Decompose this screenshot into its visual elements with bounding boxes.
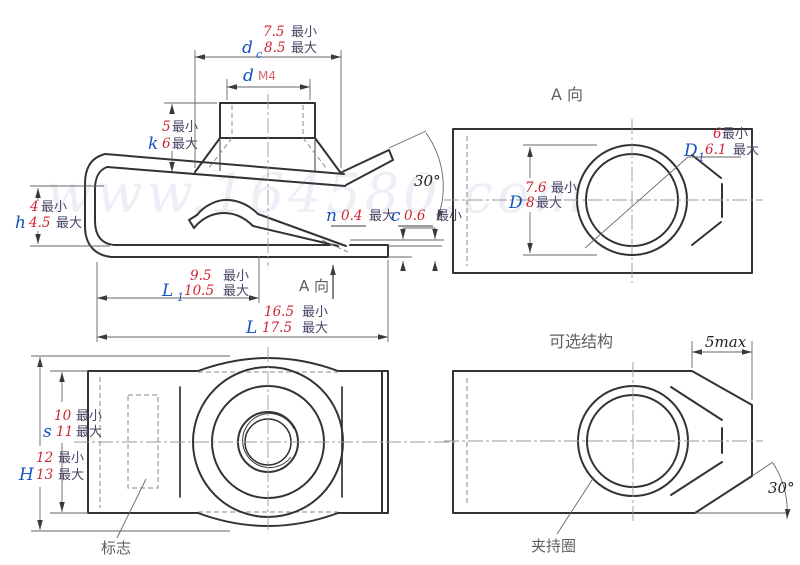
view-a: A 向 7.6 最小 D 8 最大 6 最小 D 1 6.1 最大: [444, 85, 763, 283]
h-height-max-value: 13: [36, 467, 53, 483]
k-max-value: 6: [162, 136, 171, 152]
l-max-value: 17.5: [262, 320, 292, 336]
l1-subscript: 1: [177, 291, 184, 304]
dc-min-term: 最小: [291, 25, 317, 40]
top-view: 10 最小 s 11 最大 12 最小 H 13 最大 标志: [18, 347, 456, 557]
side-view-dimensions: [30, 50, 444, 342]
l1-min-value: 9.5: [190, 268, 211, 284]
d1-min-term: 最小: [722, 127, 748, 142]
side-view-labels: 7.5 最小 d c 8.5 最大 d M4 5 最小 k 6 最大 4 最小 …: [15, 24, 462, 338]
d-symbol: d: [243, 66, 254, 86]
c-term: 最小: [436, 209, 462, 224]
l-max-term: 最大: [302, 321, 328, 336]
h-min-term: 最小: [41, 200, 67, 215]
view-a-reference-label: A 向: [299, 277, 329, 295]
big-d-max-value: 8: [526, 195, 535, 211]
h-max-value: 4.5: [28, 215, 50, 231]
d1-max-value: 6.1: [705, 142, 726, 158]
big-d-min-term: 最小: [551, 181, 577, 196]
s-min-value: 10: [54, 408, 72, 424]
big-d-max-term: 最大: [536, 196, 562, 211]
n-term: 最大: [369, 209, 395, 224]
h-height-min-value: 12: [36, 450, 53, 466]
big-d-symbol: D: [508, 193, 523, 213]
side-view-outline: [84, 102, 394, 258]
h-symbol: h: [15, 213, 26, 233]
k-max-term: 最大: [172, 137, 198, 152]
l1-min-term: 最小: [223, 269, 249, 284]
l-min-value: 16.5: [264, 304, 294, 320]
d1-subscript: 1: [698, 151, 705, 164]
big-d-min-value: 7.6: [525, 180, 547, 196]
d1-symbol: D: [683, 141, 698, 161]
dc-min-value: 7.5: [263, 24, 284, 40]
width-max-label: 5max: [705, 333, 747, 351]
h-max-term: 最大: [56, 216, 82, 231]
view-a-title: A 向: [551, 85, 583, 104]
clamp-ring-label: 夹持圈: [531, 537, 576, 555]
l1-max-term: 最大: [223, 284, 249, 299]
k-min-term: 最小: [172, 120, 198, 135]
d1-max-term: 最大: [733, 143, 759, 158]
dc-max-value: 8.5: [264, 40, 285, 56]
l-min-term: 最小: [302, 305, 328, 320]
n-value: 0.4: [341, 208, 362, 224]
dc-symbol: d: [242, 38, 253, 58]
h-min-value: 4: [29, 199, 39, 215]
l1-max-value: 10.5: [184, 283, 214, 299]
side-view-hidden-lines: [207, 94, 349, 266]
optional-structure-title: 可选结构: [549, 332, 613, 351]
optional-structure-view: 可选结构 5max 30° 夹持圈: [444, 332, 795, 555]
dc-max-term: 最大: [291, 41, 317, 56]
s-symbol: s: [43, 422, 52, 442]
l1-symbol: L: [161, 281, 173, 301]
s-min-term: 最小: [76, 409, 102, 424]
n-symbol: n: [326, 206, 337, 226]
k-min-value: 5: [162, 119, 171, 135]
dc-subscript: c: [256, 48, 262, 61]
c-symbol: c: [391, 206, 401, 226]
marking-area-outline: [127, 394, 159, 489]
c-value: 0.6: [404, 208, 426, 224]
s-max-term: 最大: [76, 425, 102, 440]
h-height-max-term: 最大: [58, 468, 84, 483]
h-height-symbol: H: [18, 465, 35, 485]
h-height-min-term: 最小: [58, 451, 84, 466]
d1-min-value: 6: [713, 126, 722, 142]
l-symbol: L: [245, 318, 257, 338]
side-angle-label: 30°: [414, 172, 441, 190]
mark-label: 标志: [101, 539, 131, 557]
s-max-value: 11: [56, 424, 73, 440]
optional-angle-label: 30°: [768, 479, 795, 497]
k-symbol: k: [148, 134, 158, 154]
thread-size-label: M4: [258, 69, 276, 83]
